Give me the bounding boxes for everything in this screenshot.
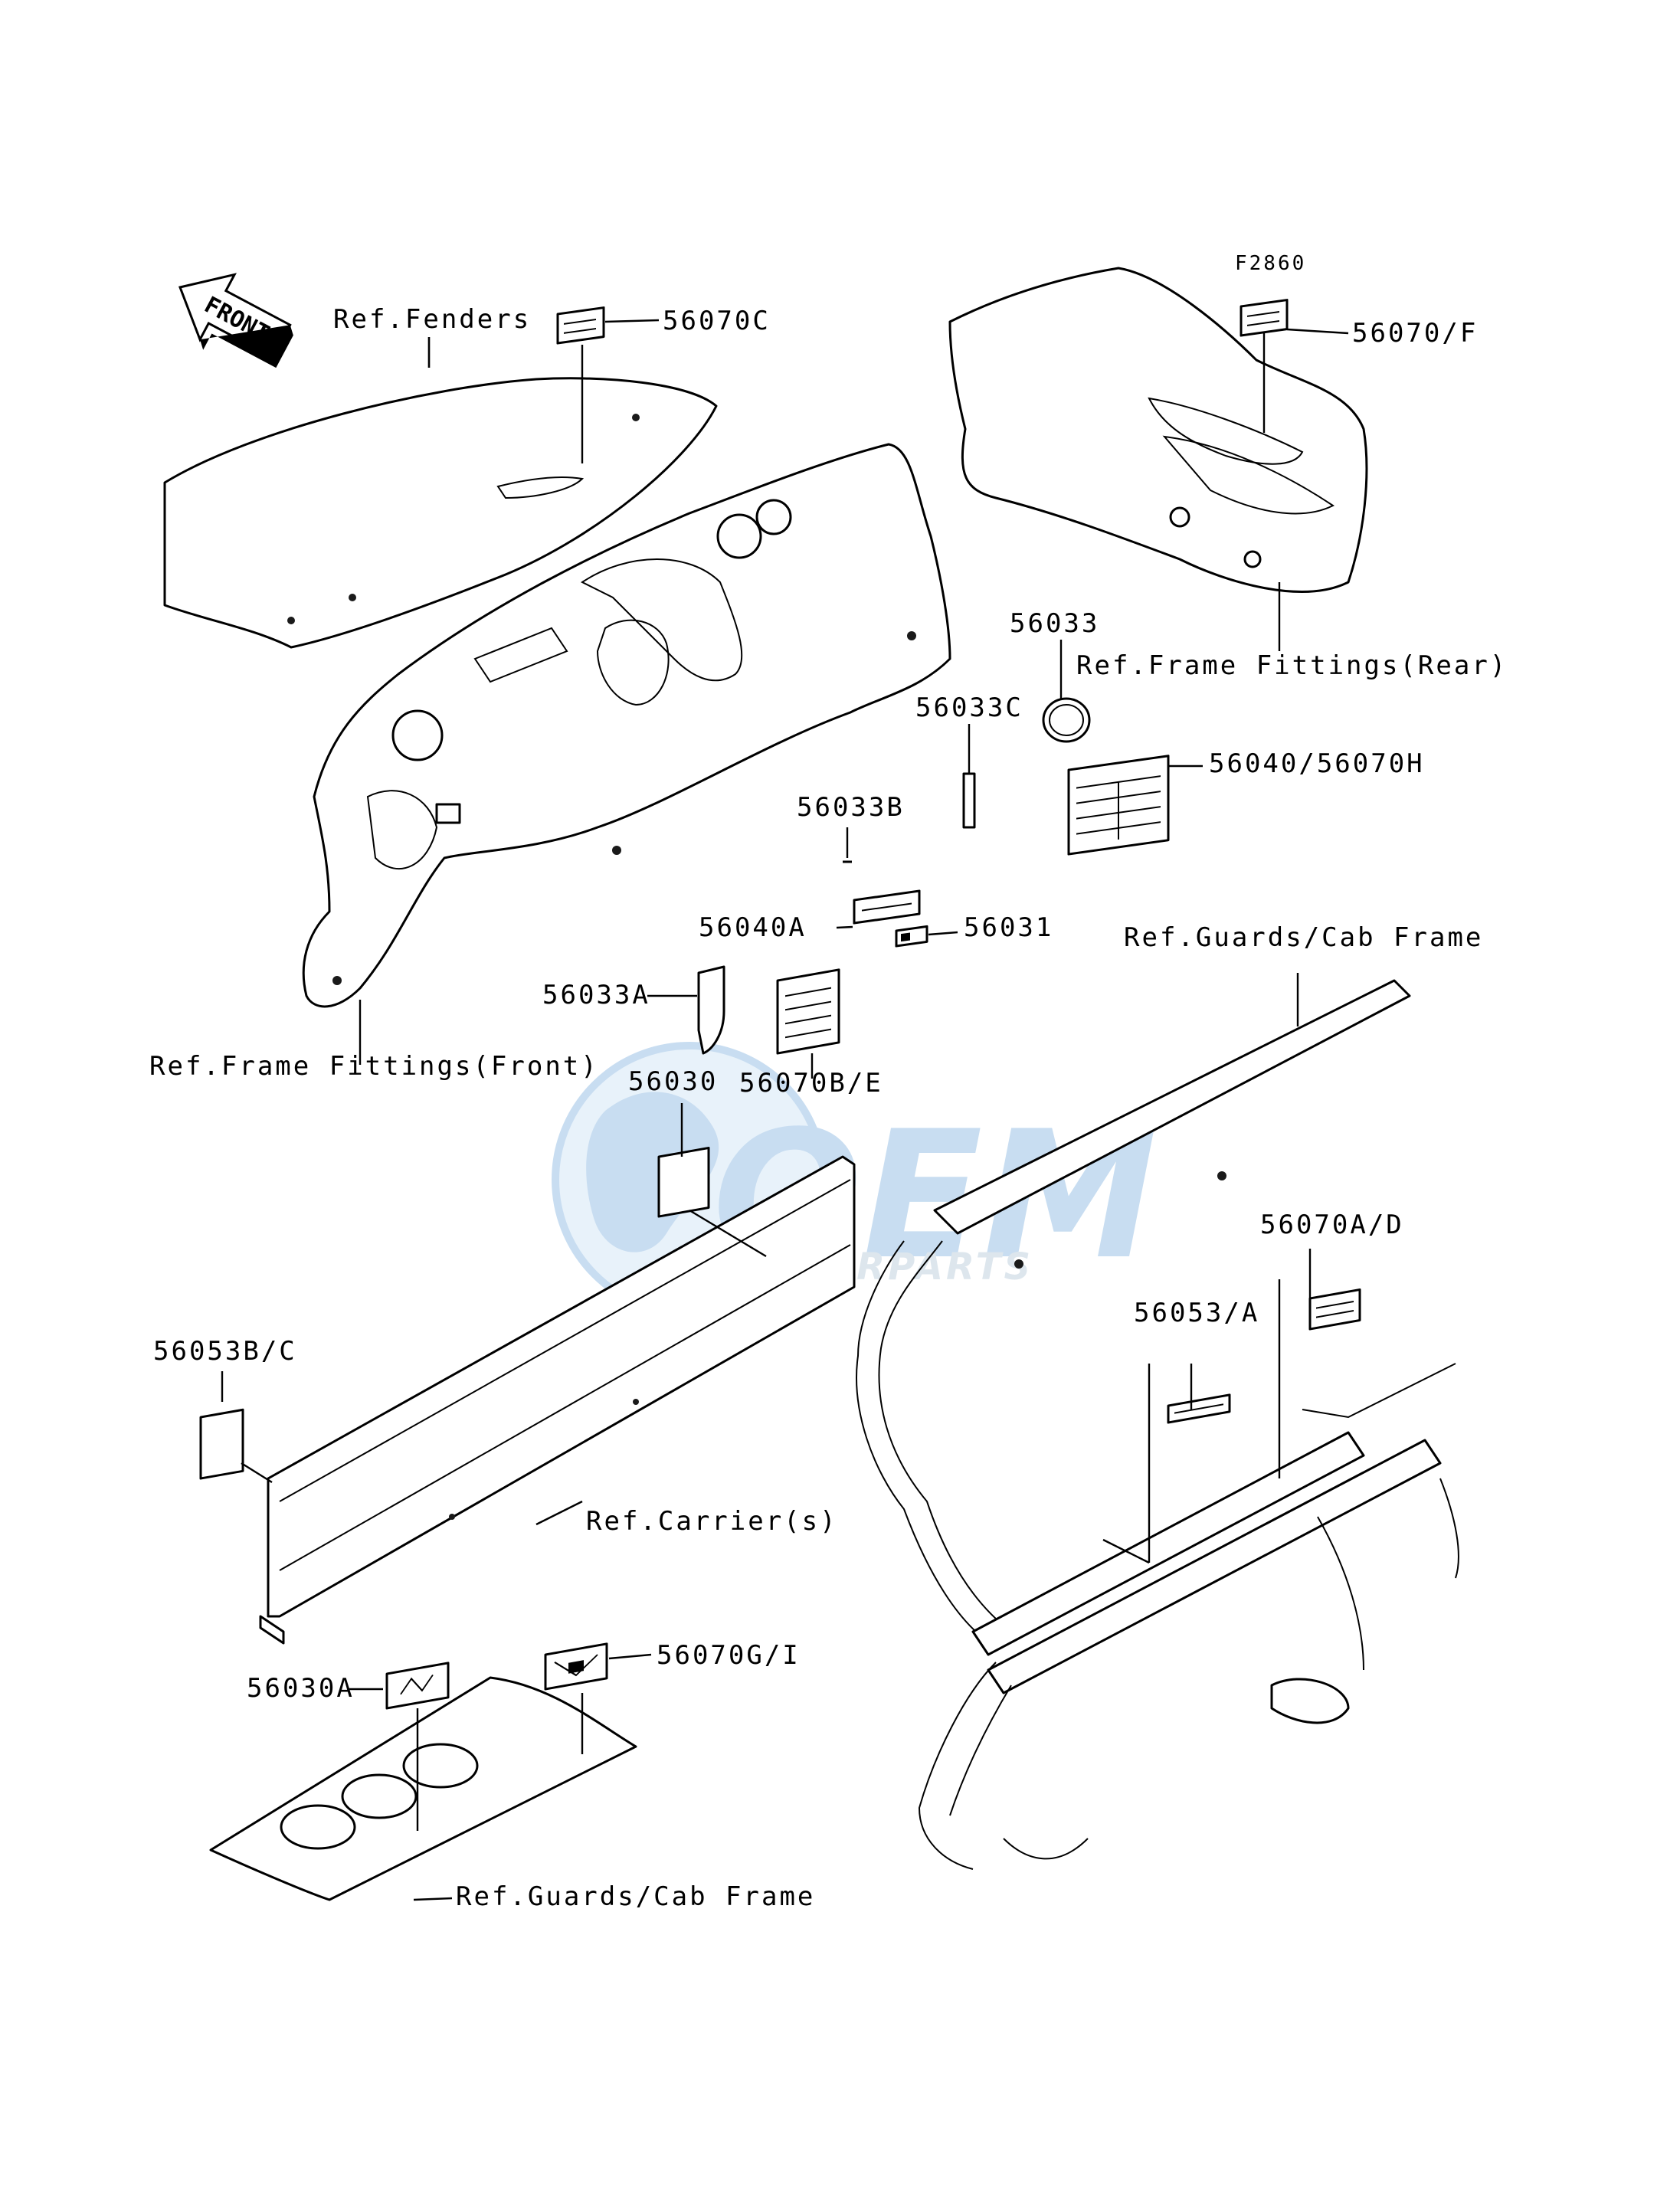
label-56053a: 56053/A bbox=[1134, 1298, 1259, 1328]
label-56070c: 56070C bbox=[663, 306, 771, 336]
decal-56070ad bbox=[1308, 1288, 1361, 1331]
label-ref-guards-bottom: Ref.Guards/Cab Frame bbox=[456, 1881, 815, 1912]
decal-56040a bbox=[853, 889, 921, 925]
label-56033a: 56033A bbox=[542, 980, 650, 1010]
decal-56070f bbox=[1240, 299, 1289, 337]
decal-56031 bbox=[895, 925, 928, 948]
decal-56030a bbox=[385, 1662, 450, 1710]
label-56070be: 56070B/E bbox=[739, 1068, 883, 1098]
rear-frame-panel bbox=[948, 267, 1368, 593]
label-ref-fenders: Ref.Fenders bbox=[333, 304, 531, 335]
figure-number: F2860 bbox=[1235, 252, 1306, 275]
label-56053bc: 56053B/C bbox=[153, 1336, 297, 1367]
decal-56030 bbox=[657, 1147, 710, 1218]
label-56040a: 56040A bbox=[699, 912, 807, 943]
label-ref-guards-top: Ref.Guards/Cab Frame bbox=[1124, 922, 1483, 953]
decal-56053bc bbox=[199, 1408, 244, 1480]
dashboard-panel bbox=[302, 443, 951, 1008]
label-ref-frame-front: Ref.Frame Fittings(Front) bbox=[149, 1051, 599, 1082]
decal-56053a bbox=[1167, 1393, 1231, 1424]
decal-56033a bbox=[697, 965, 725, 1055]
label-56033b: 56033B bbox=[797, 792, 905, 823]
front-arrow-icon: FRONT bbox=[178, 273, 293, 368]
label-ref-frame-rear: Ref.Frame Fittings(Rear) bbox=[1076, 650, 1508, 681]
decal-56070be bbox=[776, 968, 840, 1055]
decal-56070gi bbox=[544, 1642, 608, 1691]
label-ref-carrier: Ref.Carrier(s) bbox=[586, 1506, 838, 1537]
decal-56070c bbox=[556, 306, 605, 345]
label-56070f: 56070/F bbox=[1352, 318, 1478, 349]
decal-56033 bbox=[1042, 697, 1091, 743]
callout-labels: Ref.Fenders 56070C 56070/F 56033 Ref.Fra… bbox=[149, 304, 1508, 1912]
fender-panel bbox=[163, 377, 718, 649]
label-56030: 56030 bbox=[628, 1066, 718, 1097]
floor-guard-plate bbox=[209, 1676, 637, 1901]
label-56030a: 56030A bbox=[247, 1673, 355, 1704]
cab-frame bbox=[856, 979, 1459, 1870]
label-56070gi: 56070G/I bbox=[657, 1640, 801, 1671]
label-56070ad: 56070A/D bbox=[1260, 1210, 1404, 1240]
carrier-board bbox=[259, 1155, 856, 1645]
label-56031: 56031 bbox=[964, 912, 1053, 943]
decal-56040-56070h bbox=[1067, 755, 1170, 856]
label-56033: 56033 bbox=[1010, 608, 1099, 639]
label-56033c: 56033C bbox=[915, 692, 1023, 723]
leader-lines bbox=[221, 319, 1349, 1901]
decal-56033c bbox=[962, 772, 976, 829]
label-56040-56070h: 56040/56070H bbox=[1209, 748, 1425, 779]
